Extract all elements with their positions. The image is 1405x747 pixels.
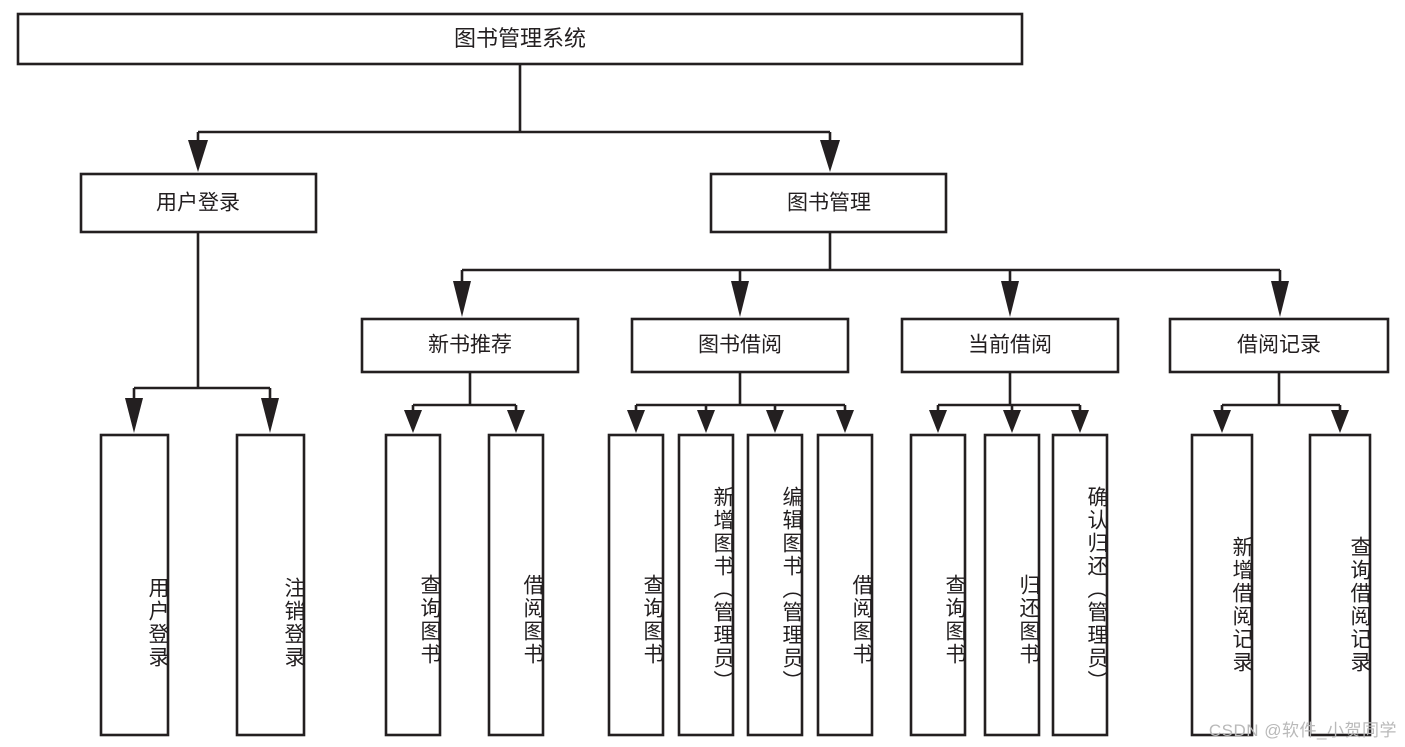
- node-borrow-record-label: 借阅记录: [1237, 334, 1321, 357]
- node-current-borrow-label: 当前借阅: [968, 334, 1052, 357]
- node-current-borrow[interactable]: 当前借阅: [900, 317, 1120, 374]
- node-new-book-recommend-label: 新书推荐: [428, 334, 512, 357]
- arrow-head-icon: [188, 140, 208, 172]
- node-user-login-box[interactable]: [79, 172, 318, 234]
- arrow-head-icon: [404, 410, 422, 433]
- node-book-borrow-box[interactable]: [630, 317, 850, 374]
- arrow-head-icon: [453, 281, 471, 317]
- leaf-box-confirm-return-admin[interactable]: [1051, 433, 1109, 737]
- arrow-head-icon: [836, 410, 854, 433]
- connector-layer: [125, 64, 1349, 433]
- node-layer: 图书管理系统 用户登录 图书管理 新书推荐 图书借阅 当前: [16, 12, 1390, 737]
- arrow-head-icon: [1331, 410, 1349, 433]
- arrow-head-icon: [1271, 281, 1289, 317]
- node-current-borrow-box[interactable]: [900, 317, 1120, 374]
- node-root[interactable]: 图书管理系统: [16, 12, 1024, 66]
- node-user-login-label: 用户登录: [156, 192, 240, 215]
- node-book-borrow-label: 图书借阅: [698, 334, 782, 357]
- node-book-management-box[interactable]: [709, 172, 948, 234]
- node-book-borrow[interactable]: 图书借阅: [630, 317, 850, 374]
- arrow-head-icon: [820, 140, 840, 172]
- leaf-box-logout[interactable]: [235, 433, 306, 737]
- arrow-head-icon: [697, 410, 715, 433]
- leaf-box-query-borrow-record[interactable]: [1308, 433, 1372, 737]
- watermark-label: CSDN @软件_小贺同学: [1208, 721, 1397, 740]
- node-root-box[interactable]: [16, 12, 1024, 66]
- node-new-book-recommend[interactable]: 新书推荐: [360, 317, 580, 374]
- leaf-box-edit-book-admin[interactable]: [746, 433, 804, 737]
- arrow-head-icon: [929, 410, 947, 433]
- leaf-box-query-book-borrow[interactable]: [607, 433, 665, 737]
- node-user-login[interactable]: 用户登录: [79, 172, 318, 234]
- leaf-box-query-book-current[interactable]: [909, 433, 967, 737]
- leaf-box-return-book[interactable]: [983, 433, 1041, 737]
- leaf-box-add-book-admin[interactable]: [677, 433, 735, 737]
- arrow-head-icon: [507, 410, 525, 433]
- leaf-box-query-book-newbook[interactable]: [384, 433, 442, 737]
- leaf-box-user-login[interactable]: [99, 433, 170, 737]
- arrow-head-icon: [731, 281, 749, 317]
- arrow-head-icon: [627, 410, 645, 433]
- arrow-head-icon: [1001, 281, 1019, 317]
- leaf-box-borrow-book[interactable]: [816, 433, 874, 737]
- node-root-label: 图书管理系统: [454, 26, 586, 51]
- arrow-head-icon: [766, 410, 784, 433]
- arrow-head-icon: [1003, 410, 1021, 433]
- arrow-head-icon: [125, 398, 143, 433]
- leaf-box-add-borrow-record[interactable]: [1190, 433, 1254, 737]
- node-book-management[interactable]: 图书管理: [709, 172, 948, 234]
- node-book-management-label: 图书管理: [787, 192, 871, 215]
- node-new-book-recommend-box[interactable]: [360, 317, 580, 374]
- node-borrow-record[interactable]: 借阅记录: [1168, 317, 1390, 374]
- leaf-box-borrow-book-newbook[interactable]: [487, 433, 545, 737]
- arrow-head-icon: [1071, 410, 1089, 433]
- node-borrow-record-box[interactable]: [1168, 317, 1390, 374]
- arrow-head-icon: [261, 398, 279, 433]
- arrow-head-icon: [1213, 410, 1231, 433]
